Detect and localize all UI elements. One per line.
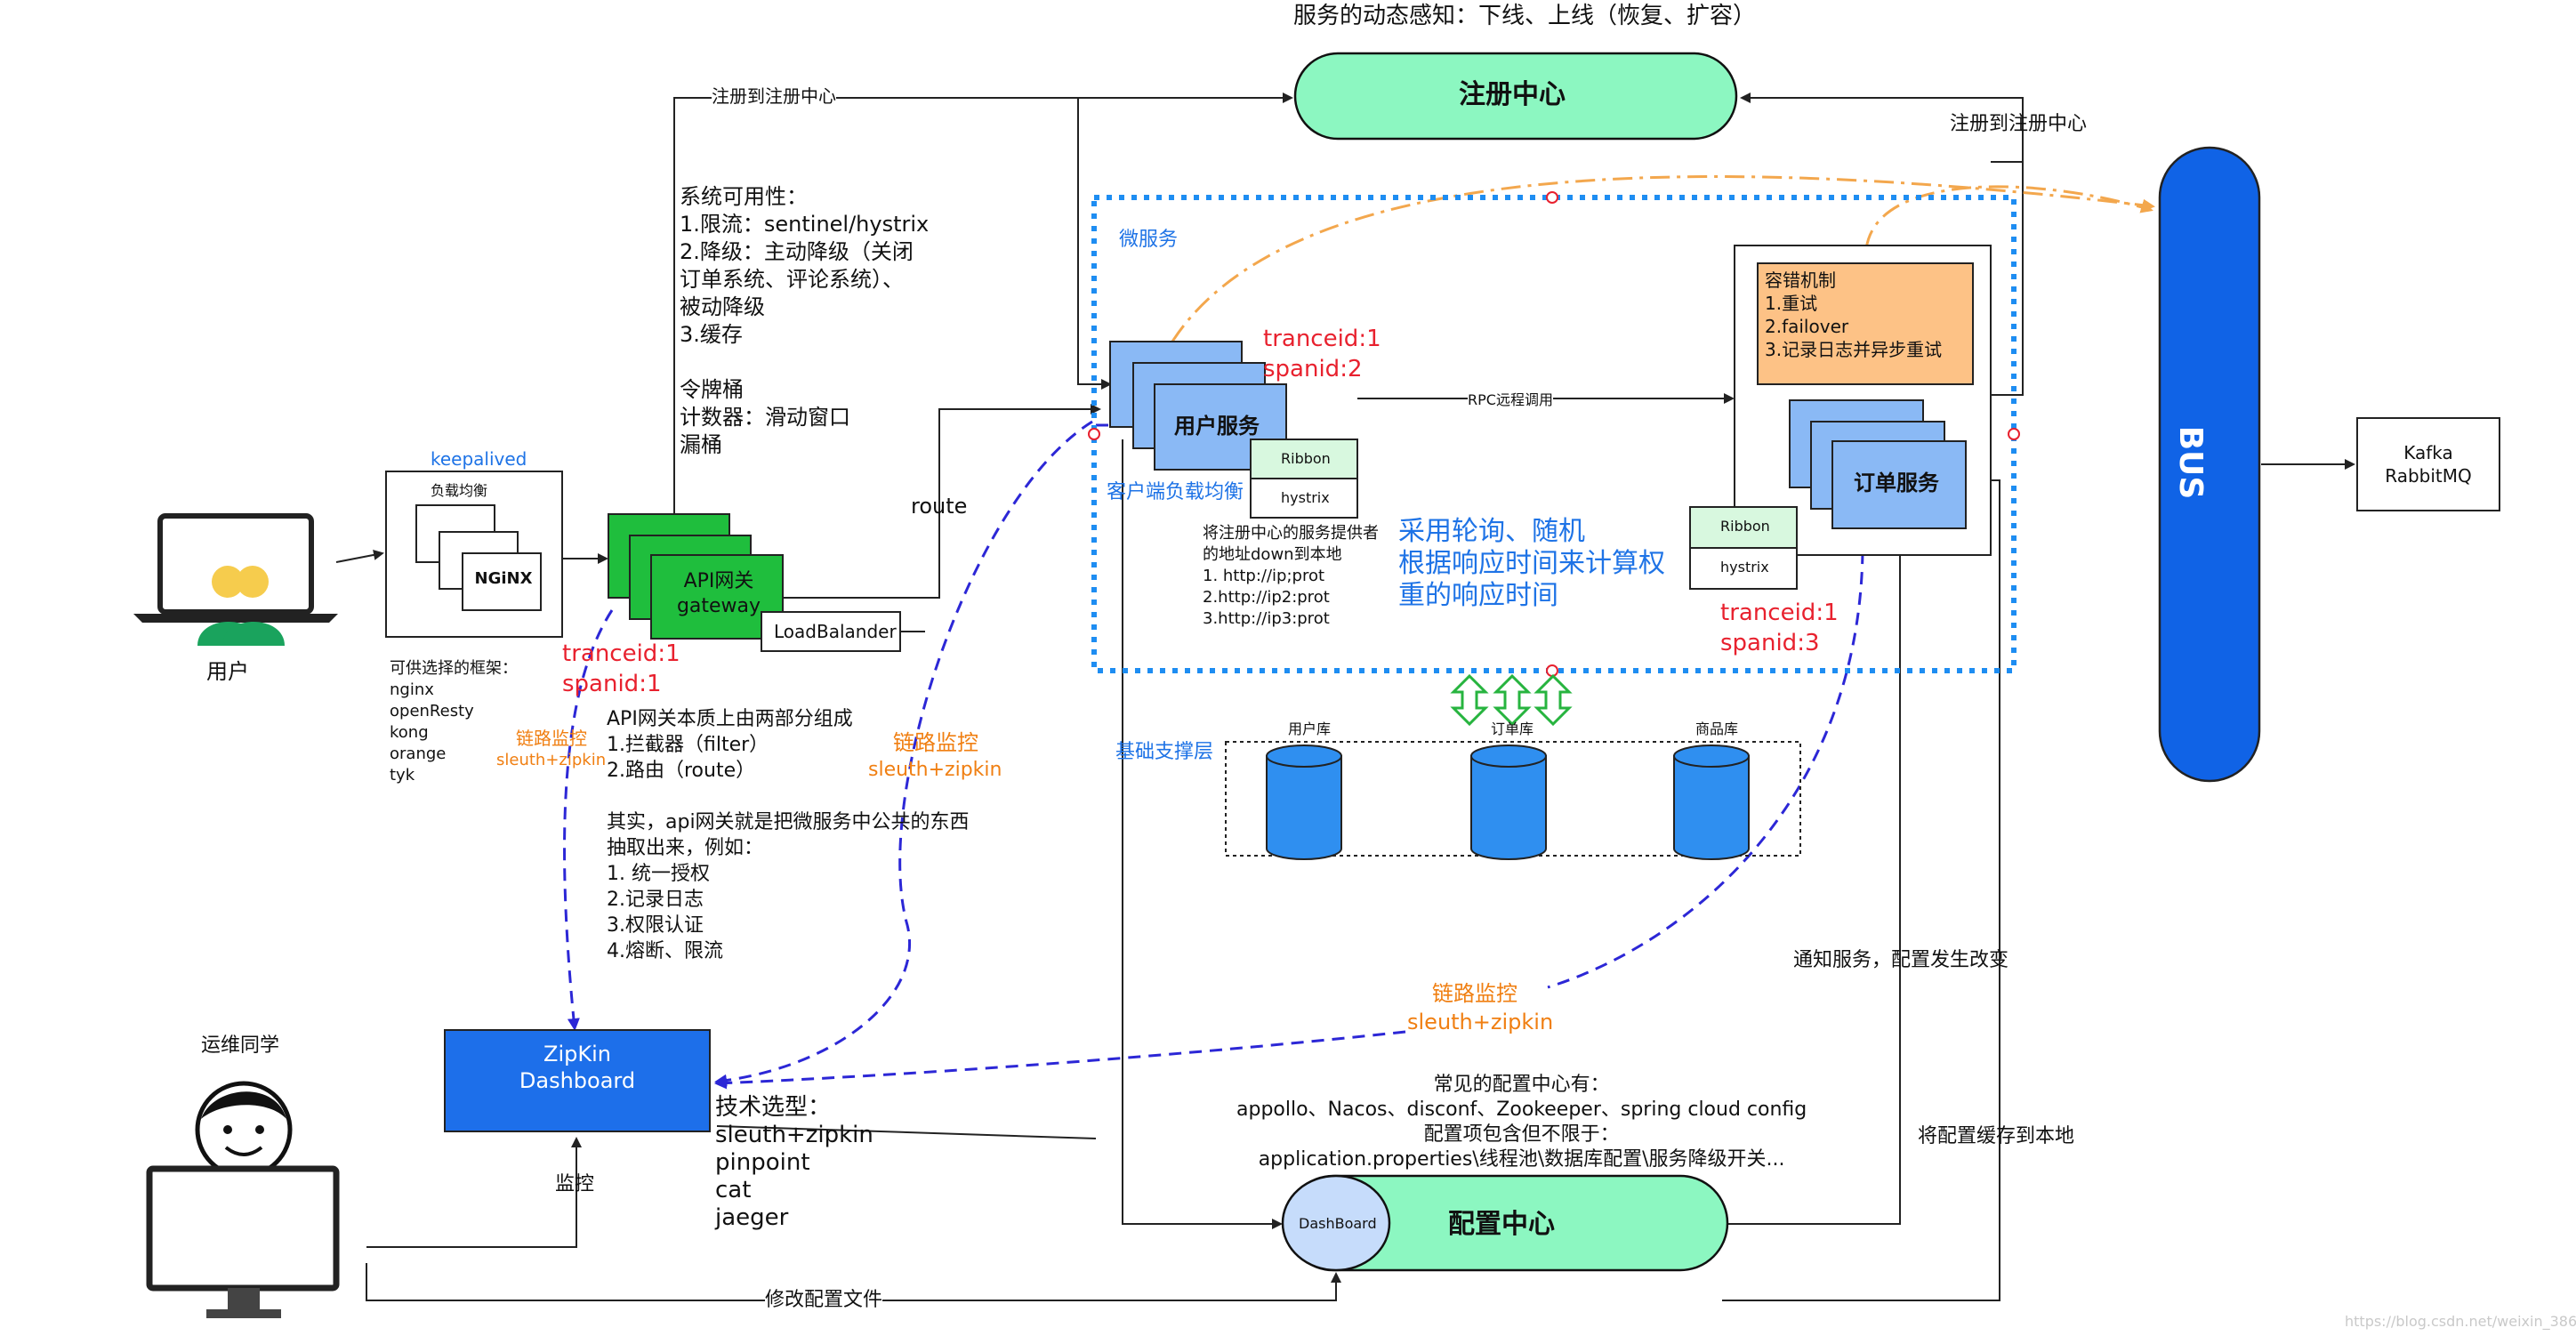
trace-user-service: tranceid:1 spanid:2	[1263, 326, 1381, 382]
trace-link-order-sub: sleuth+zipkin	[1407, 1010, 1554, 1034]
notify-service-label: 通知服务，配置发生改变	[1793, 949, 2009, 971]
config-dashboard-ellipse[interactable]	[1281, 1174, 1391, 1272]
updown-arrows	[1450, 673, 1573, 727]
order-service-stack[interactable]	[1789, 399, 1967, 529]
trace-gateway: tranceid:1 spanid:1	[562, 640, 680, 697]
order-register-line	[1740, 93, 2024, 163]
trace-order-to-zipkin	[1547, 551, 1864, 989]
frame-handle-left[interactable]	[1088, 428, 1100, 440]
gateway-description: API网关本质上由两部分组成 1.拦截器（filter） 2.路由（route）…	[607, 708, 970, 962]
route-label: route	[911, 494, 968, 519]
mq-box[interactable]	[2356, 417, 2500, 511]
route-line	[783, 404, 1101, 599]
updown-arrow-2	[1493, 673, 1532, 727]
trace-link-service-sub: sleuth+zipkin	[868, 759, 1002, 781]
order-hystrix-label: hystrix	[1720, 559, 1769, 575]
service-to-bus-line	[1171, 175, 2155, 342]
config-to-bus-line	[1722, 479, 2000, 1301]
nginx-stack	[415, 504, 542, 611]
nginx-label: NGiNX	[474, 569, 533, 588]
updown-arrow-1	[1450, 673, 1489, 727]
bus-cylinder[interactable]	[2158, 146, 2261, 783]
registry-label: 注册中心	[1459, 79, 1566, 110]
register-label-right: 注册到注册中心	[1950, 113, 2088, 135]
provider-note: 将注册中心的服务提供者 的地址down到本地 1. http://ip;prot…	[1203, 524, 1379, 628]
trace-link-gateway: 链路监控	[516, 728, 587, 749]
zipkin-tech: 技术选型： sleuth+zipkin pinpoint cat jaeger	[715, 1094, 873, 1231]
notify-service-arrow	[1722, 528, 1905, 1225]
fault-tolerance-box	[1757, 262, 1974, 385]
trace-link-gateway-sub: sleuth+zipkin	[496, 751, 607, 769]
db-label-order: 订单库	[1491, 720, 1534, 737]
database-cylinder-icon	[1266, 744, 1342, 860]
microservice-label: 微服务	[1119, 229, 1179, 251]
bus-lines	[1171, 175, 2155, 342]
trace-order-to-zipkin-2	[714, 1030, 1406, 1090]
lb-label: 负载均衡	[431, 482, 488, 499]
mq-label: Kafka RabbitMQ	[2385, 442, 2472, 487]
config-center-label: 配置中心	[1448, 1209, 1555, 1240]
ops-to-zipkin-line	[366, 1137, 582, 1248]
monitor-label: 监控	[555, 1173, 595, 1195]
zipkin-dashboard-box[interactable]	[444, 1029, 711, 1132]
registry-to-service-line	[1077, 98, 1112, 390]
user-ribbon-label: Ribbon	[1281, 450, 1331, 467]
bus-label: BUS	[2172, 425, 2209, 500]
order-service-label: 订单服务	[1854, 471, 1939, 495]
infra-label: 基础支撑层	[1115, 741, 1214, 763]
order-register-line-bottom	[1991, 162, 2024, 396]
ops-label: 运维同学	[201, 1034, 280, 1057]
user-hystrix-label: hystrix	[1281, 489, 1330, 506]
order-ribbon-label: Ribbon	[1720, 518, 1770, 535]
gateway-register-line	[673, 93, 1293, 516]
loadbalancer-label: LoadBalander	[774, 621, 897, 642]
user-to-lb-arrow	[335, 549, 384, 563]
trace-order-service: tranceid:1 spanid:3	[1720, 600, 1839, 656]
db-label-user: 用户库	[1288, 720, 1332, 737]
frame-handle-top[interactable]	[1546, 191, 1558, 204]
updown-arrow-3	[1534, 673, 1573, 727]
gateway-stack[interactable]	[608, 513, 784, 640]
zipkin-tech-line	[716, 1125, 1097, 1139]
db-label-product: 商品库	[1695, 720, 1739, 737]
frame-handle-right[interactable]	[2008, 428, 2020, 440]
availability-text: 系统可用性： 1.限流：sentinel/hystrix 2.降级：主动降级（关…	[680, 184, 930, 457]
diagram-title: 服务的动态感知：下线、上线（恢复、扩容）	[1293, 3, 1757, 29]
fault-to-bus-line	[1864, 185, 2153, 250]
frameworks-list: 可供选择的框架： nginx openResty kong orange tyk	[390, 659, 518, 785]
watermark: https://blog.csdn.net/weixin_38685...	[2345, 1313, 2576, 1330]
trace-link-order: 链路监控	[1432, 981, 1517, 1006]
service-to-config-line	[1122, 439, 1283, 1229]
lb-note: 采用轮询、随机 根据响应时间来计算权 重的响应时间	[1398, 516, 1665, 611]
cache-local-label: 将配置缓存到本地	[1918, 1125, 2075, 1147]
desktop-person-icon	[146, 1081, 340, 1318]
trace-gateway-to-zipkin	[563, 609, 614, 1031]
order-ribbon-box[interactable]	[1689, 506, 1798, 590]
registry-box[interactable]	[1293, 52, 1738, 141]
user-ribbon-box[interactable]	[1250, 439, 1358, 519]
database-cylinder-icon	[1470, 744, 1547, 860]
keepalived-label: keepalived	[431, 448, 527, 470]
trace-service-to-zipkin	[714, 420, 1093, 1087]
database-cylinder-icon	[1673, 744, 1750, 860]
client-lb-label: 客户端负载均衡	[1107, 481, 1244, 503]
db-layer	[1266, 744, 1750, 860]
user-label: 用户	[206, 659, 249, 684]
trace-link-service: 链路监控	[893, 730, 978, 755]
frame-handle-bottom[interactable]	[1546, 664, 1558, 677]
register-label-left: 注册到注册中心	[712, 85, 836, 108]
config-dashboard-label: DashBoard	[1299, 1215, 1377, 1232]
user-service-label: 用户服务	[1174, 414, 1260, 439]
fault-tolerance-text: 容错机制 1.重试 2.failover 3.记录日志并异步重试	[1765, 270, 1943, 360]
rpc-label: RPC远程调用	[1468, 391, 1553, 409]
laptop-user-icon	[133, 513, 338, 646]
config-note: 常见的配置中心有： appollo、Nacos、disconf、Zookeepe…	[1236, 1074, 1807, 1171]
modify-config-label: 修改配置文件	[765, 1288, 883, 1313]
